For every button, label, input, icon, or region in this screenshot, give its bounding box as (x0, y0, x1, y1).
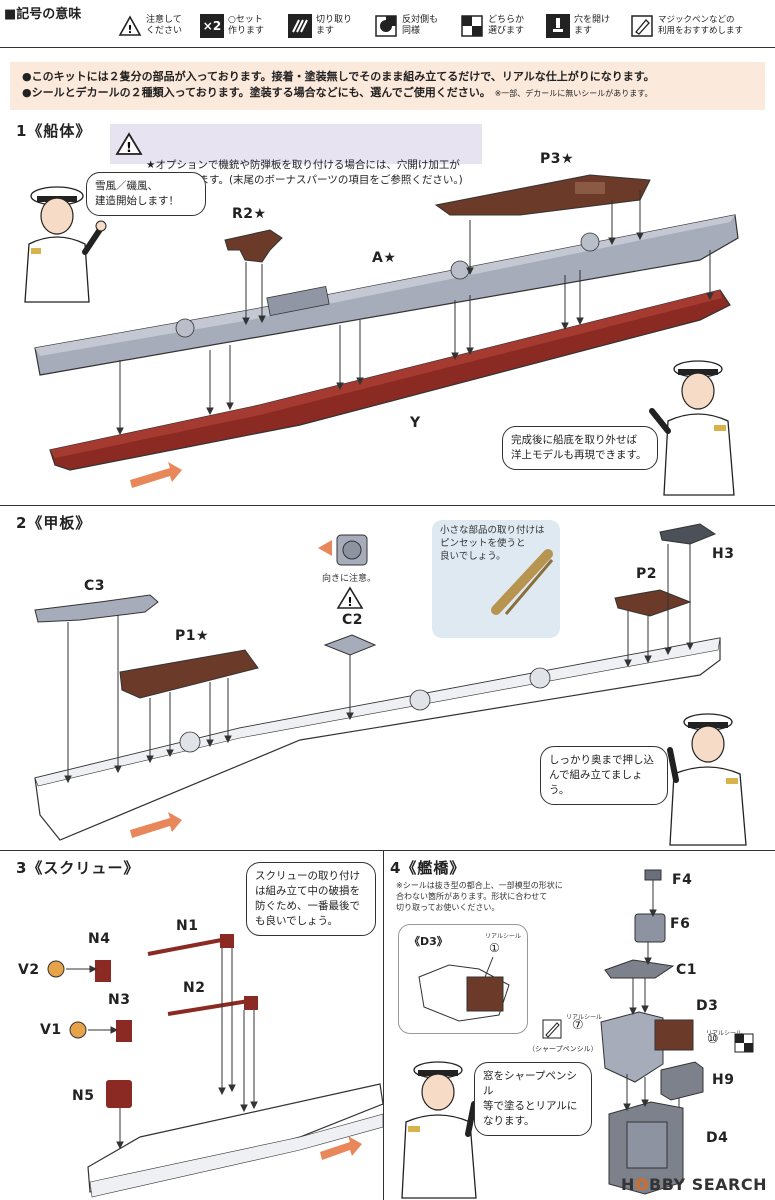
part-label-c1: C1 (676, 962, 698, 978)
kit-notes: ●このキットには２隻分の部品が入っております。接着・塗装無しでそのまま組み立てる… (10, 62, 765, 110)
svg-text:!: ! (126, 141, 132, 156)
svg-text:!: ! (347, 595, 352, 609)
d3-sticker-detail: 《D3》 リアルシール ① (398, 924, 528, 1034)
option-callout: ! ★オプションで機銃や防弾板を取り付ける場合には、穴開け加工が 必要になります… (110, 124, 482, 186)
mechanical-pencil-label: （シャープペンシル） (528, 1045, 598, 1053)
part-label-f4: F4 (672, 872, 693, 888)
section-2-title: 2《甲板》 (16, 514, 92, 532)
speech-bubble-window: 窓をシャープペンシル 等で塗るとリアルに なります。 (474, 1062, 592, 1136)
legend-item-marker: マジックペンなどの 利用をおすすめします (630, 14, 773, 38)
screw-assembly-drawing (47, 934, 384, 1198)
real-seal-label-10: リアルシール (706, 1030, 742, 1037)
part-label-c2: C2 (342, 612, 364, 628)
part-label-n4: N4 (88, 931, 111, 947)
part-label-h9: H9 (712, 1072, 735, 1088)
sticker-number-10: ⑩ (707, 1032, 719, 1047)
part-label-f6: F6 (670, 916, 691, 932)
note-line-1: ●このキットには２隻分の部品が入っております。接着・塗装無しでそのまま組み立てる… (22, 70, 655, 83)
part-label-r2: R2★ (232, 206, 267, 222)
part-label-y: Y (410, 415, 421, 431)
divider-2 (0, 850, 775, 851)
part-label-n1: N1 (176, 918, 199, 934)
tweezers-note: 小さな部品の取り付けは ピンセットを使うと 良いでしょう。 (440, 525, 545, 562)
legend-item-drill: 穴を開け ます (546, 14, 636, 38)
bridge-assembly-drawing (542, 869, 754, 1195)
cut-icon (288, 14, 312, 38)
caution-icon: ! (118, 14, 142, 38)
part-label-d4: D4 (706, 1130, 729, 1146)
section-4-title: 4《艦橋》 (390, 859, 466, 877)
part-label-n3: N3 (108, 992, 131, 1008)
legend-item-cut: 切り取り ます (288, 14, 378, 38)
sticker-note: ※シールは抜き型の都合上、一部模型の形状に 合わない箇所があります。形状に合わせ… (396, 881, 563, 912)
hobby-search-watermark: HOBBY SEARCH (621, 1175, 767, 1194)
divider-vertical (383, 850, 384, 1200)
legend-title: ■記号の意味 (4, 7, 82, 22)
symmetric-icon (374, 14, 398, 38)
officer-right-figure (649, 360, 735, 496)
choose-icon (460, 14, 484, 38)
part-label-h3: H3 (712, 546, 735, 562)
part-label-p1: P1★ (175, 628, 210, 644)
speech-bubble-start: 雪風／磯風、 建造開始します！ (86, 172, 206, 216)
part-label-d3: D3 (696, 998, 719, 1014)
part-label-p3: P3★ (540, 151, 575, 167)
officer-left-figure (24, 186, 107, 303)
part-label-a: A★ (372, 250, 397, 266)
sticker-number-7: ⑦ (572, 1018, 584, 1033)
drill-hole-icon (546, 14, 570, 38)
legend-item-choose: どちらか 選びます (460, 14, 550, 38)
multiply-two-icon: ×2 (200, 14, 224, 38)
deck-assembly-drawing: ! (34, 520, 721, 841)
part-label-v1: V1 (40, 1022, 62, 1038)
legend-item-multiply: ×2 ○セット 作ります (200, 14, 290, 38)
part-label-n5: N5 (72, 1088, 95, 1104)
note-line-2: ●シールとデカールの２種類入っております。塗装する場合などにも、選んでご使用くだ… (22, 86, 653, 99)
speech-bubble-waterline: 完成後に船底を取り外せば 洋上モデルも再現できます。 (502, 426, 658, 470)
part-label-v2: V2 (18, 962, 40, 978)
part-label-n2: N2 (183, 980, 206, 996)
speech-bubble-press: しっかり奥まで押し込 んで組み立てましょう。 (540, 746, 668, 805)
svg-text:!: ! (127, 23, 132, 36)
d3-detail-label: 《D3》 (409, 935, 448, 948)
officer-pointing-figure (667, 713, 747, 846)
marker-pen-icon (630, 14, 654, 38)
legend-bar: ■記号の意味 ! 注意して ください ×2 ○セット 作ります 切り取り ます … (0, 0, 775, 48)
officer-bridge-figure (401, 1061, 477, 1199)
legend-item-caution: ! 注意して ください (118, 14, 208, 38)
real-seal-label: リアルシール (485, 933, 521, 940)
caution-icon: ! (115, 132, 143, 156)
orientation-note: 向きに注意。 (322, 574, 377, 584)
sticker-number-1: ① (489, 941, 500, 955)
part-label-p2: P2 (636, 566, 658, 582)
legend-item-symmetric: 反対側も 同様 (374, 14, 464, 38)
section-3-title: 3《スクリュー》 (16, 859, 140, 877)
section-1-title: 1《船体》 (16, 122, 92, 140)
real-seal-label-7: リアルシール (566, 1014, 602, 1021)
hull-assembly-drawing (34, 174, 739, 488)
speech-bubble-screw: スクリューの取り付け は組み立て中の破損を 防ぐため、一番最後で も良いでしょう… (246, 862, 376, 936)
divider-1 (0, 505, 775, 506)
part-label-c3: C3 (84, 578, 106, 594)
